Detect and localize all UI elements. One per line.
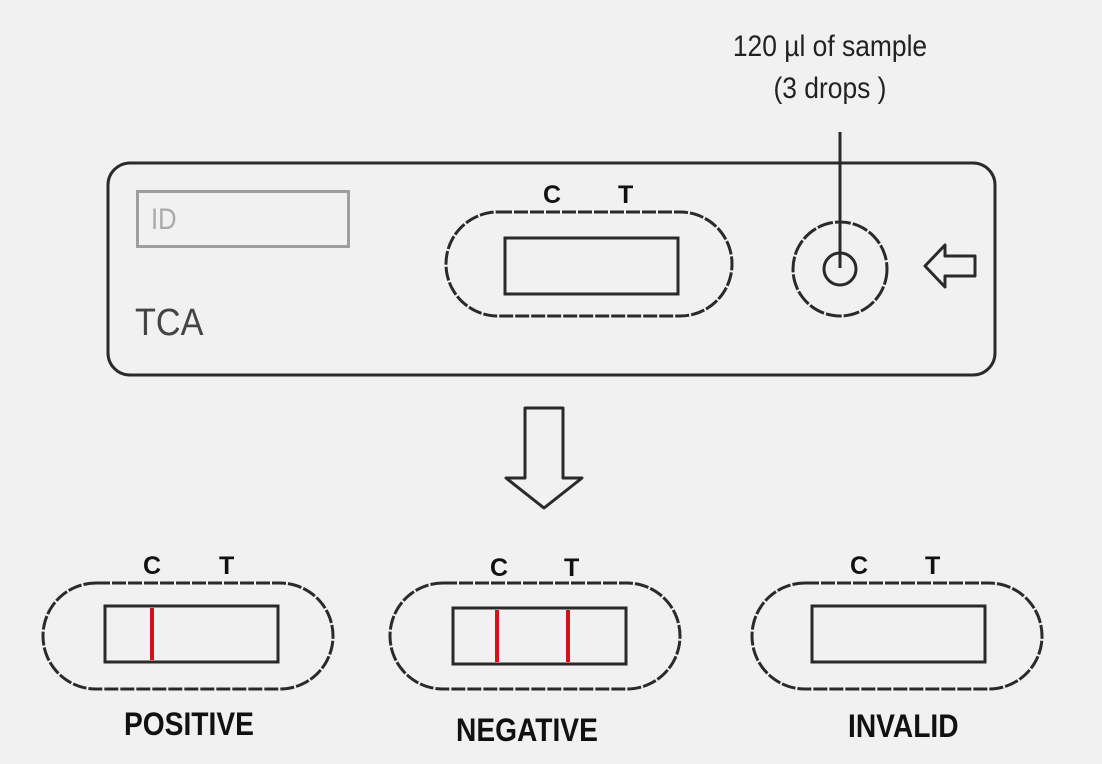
id-field: ID — [136, 190, 350, 248]
positive-label-t: T — [219, 552, 235, 580]
sample-drops-label: (3 drops ) — [773, 72, 887, 105]
result-invalid-label: INVALID — [848, 708, 959, 744]
window-label-t: T — [618, 181, 634, 209]
window-label-c: C — [543, 181, 562, 209]
result-positive-label: POSITIVE — [124, 706, 254, 742]
cassette-name: TCA — [135, 302, 204, 344]
result-bands — [150, 608, 570, 662]
insert-direction-arrow-icon — [923, 243, 977, 289]
sample-instruction: 120 µl of sample (3 drops ) — [716, 30, 945, 106]
invalid-label-t: T — [925, 552, 941, 580]
negative-label-t: T — [564, 554, 580, 582]
result-window-positive — [41, 581, 335, 691]
result-window-invalid — [750, 581, 1044, 691]
sample-well-inner — [822, 251, 858, 287]
reading-window — [503, 236, 680, 296]
test-cassette-body — [106, 161, 997, 377]
id-label: ID — [151, 203, 177, 236]
result-negative-label: NEGATIVE — [456, 712, 598, 748]
sample-well-outer — [791, 220, 889, 318]
negative-label-c: C — [490, 554, 509, 582]
invalid-label-c: C — [850, 552, 869, 580]
sample-volume-label: 120 µl of sample — [732, 30, 928, 63]
reading-window-housing — [444, 210, 734, 318]
result-window-negative — [388, 581, 682, 691]
positive-label-c: C — [143, 552, 162, 580]
down-arrow-icon — [504, 406, 584, 510]
